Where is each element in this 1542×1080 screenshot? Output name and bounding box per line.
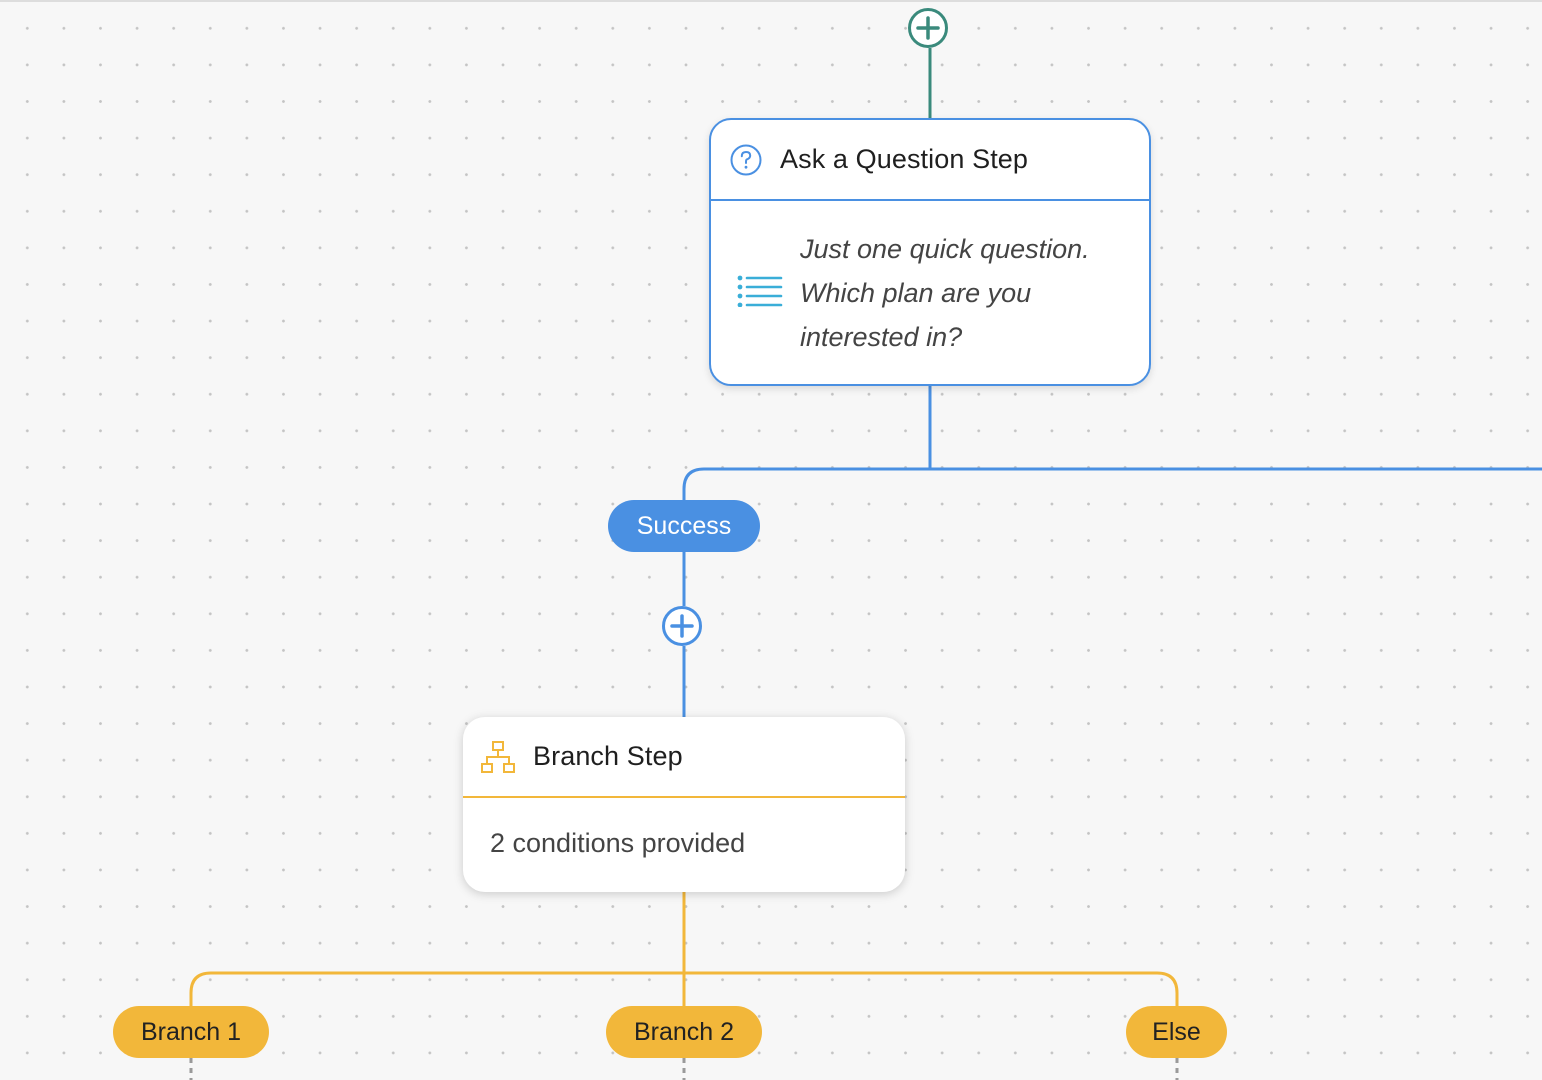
else-branch-label[interactable]: Else xyxy=(1126,1006,1227,1058)
success-path-label[interactable]: Success xyxy=(608,500,760,552)
question-circle-icon xyxy=(730,144,762,175)
branch-1-label[interactable]: Branch 1 xyxy=(113,1006,269,1058)
add-step-button-success[interactable] xyxy=(662,606,702,646)
list-icon xyxy=(737,275,783,307)
plus-icon xyxy=(916,16,940,40)
question-message-line: Which plan are you xyxy=(800,278,1032,308)
branch-step-card[interactable]: Branch Step 2 conditions provided xyxy=(463,717,905,892)
branch-step-title: Branch Step xyxy=(533,741,683,771)
connector-branch-1 xyxy=(189,971,684,1006)
branch-conditions-summary: 2 conditions provided xyxy=(490,828,746,858)
branch-card-header: Branch Step xyxy=(463,717,905,798)
plus-icon xyxy=(670,614,694,638)
sitemap-icon xyxy=(481,740,515,773)
question-card-body: Just one quick question. Which plan are … xyxy=(711,201,1149,386)
question-message: Just one quick question. Which plan are … xyxy=(800,227,1120,359)
ask-question-step-card[interactable]: Ask a Question Step Just one quick quest… xyxy=(709,118,1151,386)
canvas-top-border xyxy=(0,0,1542,2)
question-card-header: Ask a Question Step xyxy=(711,120,1149,201)
connector-success-branch xyxy=(682,467,930,500)
question-step-title: Ask a Question Step xyxy=(780,144,1029,174)
question-message-line: interested in? xyxy=(800,322,963,352)
question-message-line: Just one quick question. xyxy=(800,234,1090,264)
connector-else xyxy=(684,971,1179,1006)
add-step-button-top[interactable] xyxy=(908,8,948,48)
branch-2-label[interactable]: Branch 2 xyxy=(606,1006,762,1058)
